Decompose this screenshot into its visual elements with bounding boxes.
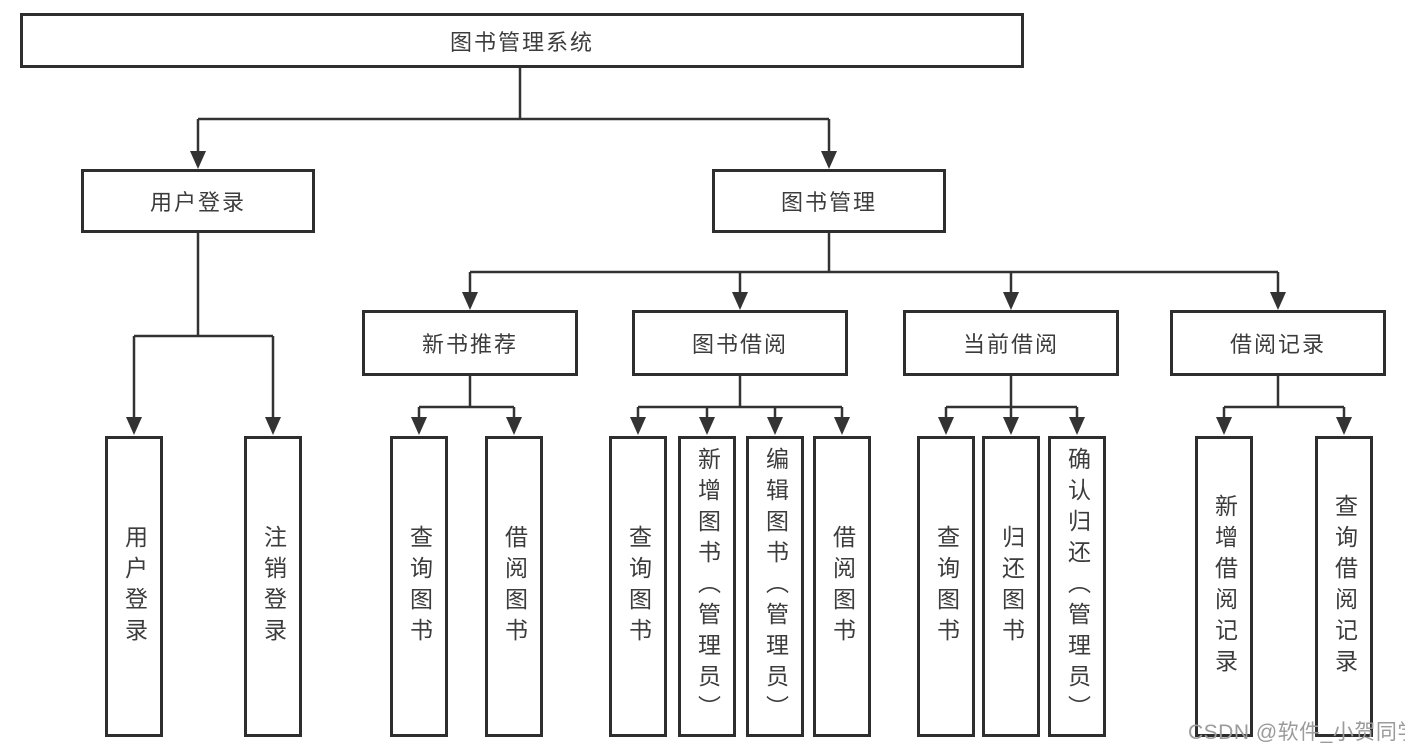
node-user-login-label: 用户登录	[149, 190, 246, 215]
node-book-borrow: 图书借阅	[632, 310, 848, 376]
leaf-borrow-books-borrow-label: 借阅图书	[829, 524, 856, 649]
node-user-login: 用户登录	[81, 169, 315, 233]
node-book-management-label: 图书管理	[780, 190, 877, 215]
leaf-query-books-recommend-label: 查询图书	[406, 524, 433, 649]
leaf-query-books-borrow-label: 查询图书	[625, 524, 652, 649]
node-current-borrow: 当前借阅	[903, 310, 1119, 376]
node-current-borrow-label: 当前借阅	[962, 332, 1059, 357]
leaf-logout-label: 注销登录	[260, 524, 287, 649]
node-library-system-label: 图书管理系统	[449, 29, 594, 55]
leaf-add-borrow-record: 新增借阅记录	[1195, 436, 1253, 737]
node-book-borrow-label: 图书借阅	[691, 332, 788, 357]
leaf-add-book-admin-label: 新增图书（管理员）	[694, 447, 721, 726]
leaf-logout: 注销登录	[244, 436, 302, 737]
leaf-borrow-books-borrow: 借阅图书	[813, 436, 871, 737]
leaf-borrow-books-recommend-label: 借阅图书	[501, 524, 528, 649]
leaf-query-books-recommend: 查询图书	[390, 436, 448, 737]
leaf-query-borrow-record-label: 查询借阅记录	[1331, 493, 1358, 680]
leaf-return-book: 归还图书	[982, 436, 1040, 737]
leaf-user-login: 用户登录	[105, 436, 163, 737]
node-book-management: 图书管理	[712, 169, 946, 233]
node-borrow-records-label: 借阅记录	[1229, 332, 1326, 357]
leaf-edit-book-admin: 编辑图书（管理员）	[746, 436, 804, 737]
node-borrow-records: 借阅记录	[1170, 310, 1386, 376]
node-new-book-recommend: 新书推荐	[362, 310, 578, 376]
watermark: CSDN @软件_小贺同学	[1188, 721, 1405, 744]
node-new-book-recommend-label: 新书推荐	[421, 332, 518, 357]
leaf-return-book-label: 归还图书	[998, 524, 1025, 649]
leaf-borrow-books-recommend: 借阅图书	[485, 436, 543, 737]
leaf-confirm-return-admin: 确认归还（管理员）	[1048, 436, 1106, 737]
leaf-query-books-current-label: 查询图书	[933, 524, 960, 649]
leaf-query-books-borrow: 查询图书	[609, 436, 667, 737]
leaf-query-borrow-record: 查询借阅记录	[1315, 436, 1373, 737]
leaf-add-book-admin: 新增图书（管理员）	[678, 436, 736, 737]
leaf-query-books-current: 查询图书	[917, 436, 975, 737]
leaf-add-borrow-record-label: 新增借阅记录	[1211, 493, 1238, 680]
leaf-user-login-label: 用户登录	[121, 524, 148, 649]
node-library-system: 图书管理系统	[20, 13, 1024, 68]
leaf-edit-book-admin-label: 编辑图书（管理员）	[762, 447, 789, 726]
leaf-confirm-return-admin-label: 确认归还（管理员）	[1064, 447, 1091, 726]
